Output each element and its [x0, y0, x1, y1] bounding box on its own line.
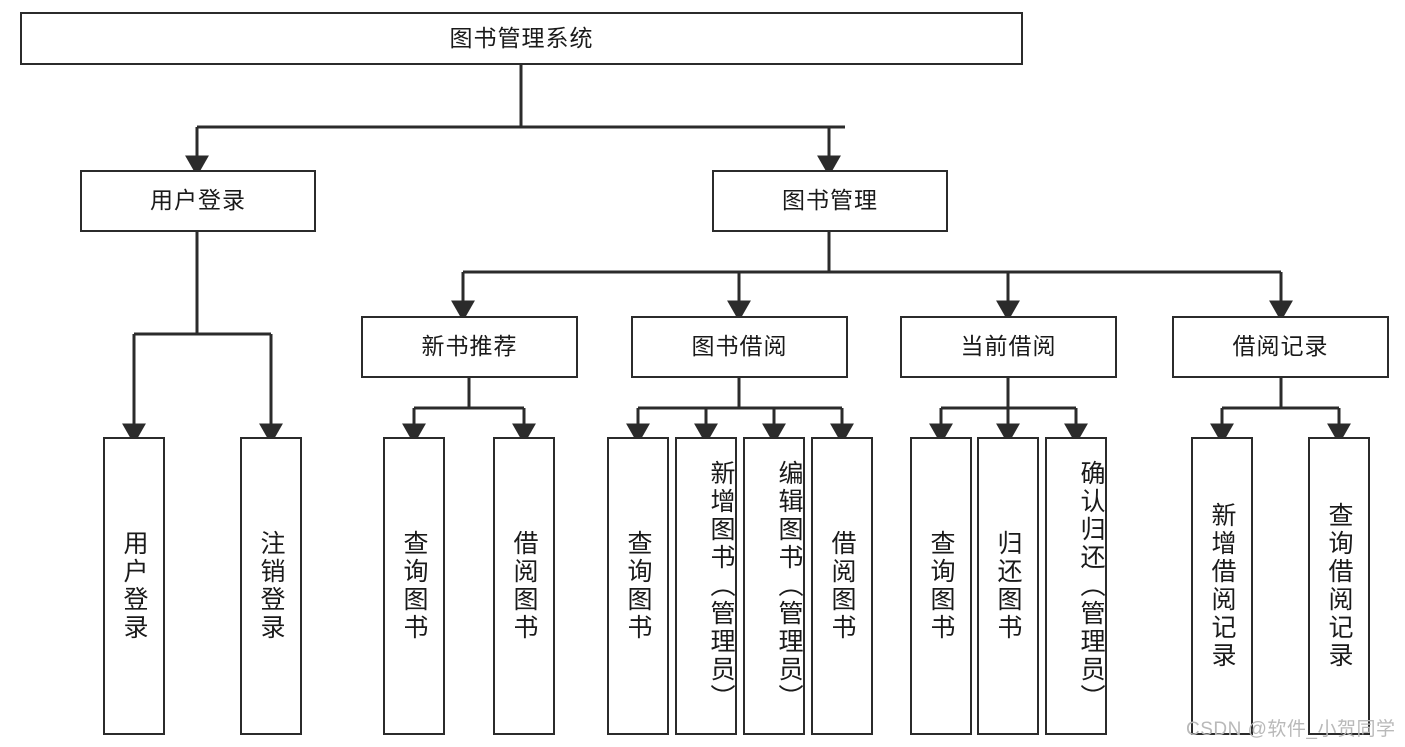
leaf-current-borrow-query-book[interactable]: 查询图书	[910, 437, 972, 735]
node-label: 查询借阅记录	[1325, 502, 1353, 670]
leaf-book-borrow-borrow-book[interactable]: 借阅图书	[811, 437, 873, 735]
node-label: 新增借阅记录	[1208, 502, 1236, 670]
node-label: 查询图书	[624, 530, 652, 642]
node-label: 用户登录	[150, 187, 246, 214]
node-book-management[interactable]: 图书管理	[712, 170, 948, 232]
node-label: 查询图书	[927, 530, 955, 642]
node-label: 图书管理	[782, 187, 878, 214]
node-label: 借阅图书	[828, 530, 856, 642]
node-label: 新书推荐	[421, 333, 518, 360]
node-borrow-record[interactable]: 借阅记录	[1172, 316, 1389, 378]
leaf-new-book-query-book[interactable]: 查询图书	[383, 437, 445, 735]
node-label: 借阅记录	[1232, 333, 1329, 360]
leaf-borrow-record-add-record[interactable]: 新增借阅记录	[1191, 437, 1253, 735]
node-new-book-recommend[interactable]: 新书推荐	[361, 316, 578, 378]
node-label: 查询图书	[400, 530, 428, 642]
leaf-current-borrow-confirm-return-admin[interactable]: 确认归还（管理员）	[1045, 437, 1107, 735]
node-label: 图书管理系统	[449, 24, 594, 51]
node-label: 用户登录	[120, 530, 148, 642]
node-label: 编辑图书（管理员）	[775, 460, 803, 712]
leaf-book-borrow-add-book-admin[interactable]: 新增图书（管理员）	[675, 437, 737, 735]
node-label: 当前借阅	[960, 333, 1057, 360]
leaf-book-borrow-query-book[interactable]: 查询图书	[607, 437, 669, 735]
leaf-current-borrow-return-book[interactable]: 归还图书	[977, 437, 1039, 735]
node-label: 归还图书	[994, 530, 1022, 642]
leaf-user-login-signin[interactable]: 用户登录	[103, 437, 165, 735]
leaf-new-book-borrow-book[interactable]: 借阅图书	[493, 437, 555, 735]
leaf-borrow-record-query-record[interactable]: 查询借阅记录	[1308, 437, 1370, 735]
node-label: 借阅图书	[510, 530, 538, 642]
node-label: 注销登录	[257, 530, 285, 642]
node-label: 确认归还（管理员）	[1077, 460, 1105, 712]
node-current-borrow[interactable]: 当前借阅	[900, 316, 1117, 378]
node-label: 新增图书（管理员）	[707, 460, 735, 712]
node-user-login[interactable]: 用户登录	[80, 170, 316, 232]
leaf-user-login-signout[interactable]: 注销登录	[240, 437, 302, 735]
node-root-book-management-system[interactable]: 图书管理系统	[20, 12, 1023, 65]
node-book-borrow[interactable]: 图书借阅	[631, 316, 848, 378]
node-label: 图书借阅	[691, 333, 788, 360]
leaf-book-borrow-edit-book-admin[interactable]: 编辑图书（管理员）	[743, 437, 805, 735]
